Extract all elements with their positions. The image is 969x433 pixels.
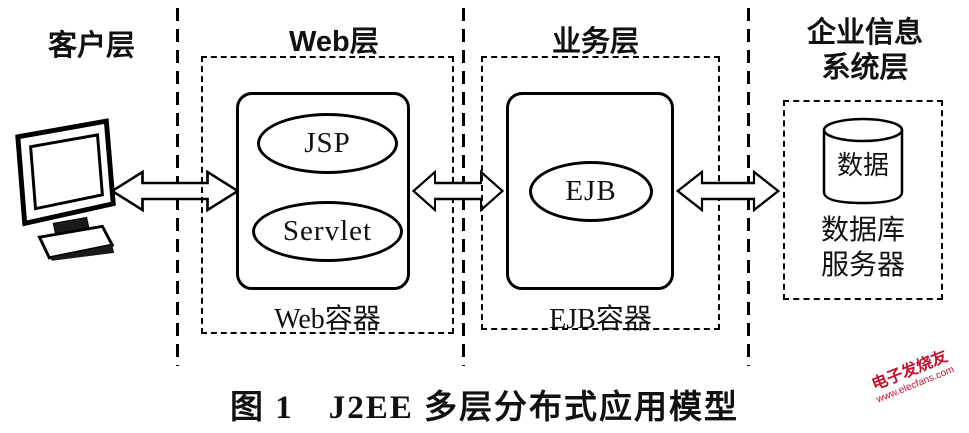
figure-caption: 图 1 J2EE 多层分布式应用模型 — [229, 390, 740, 426]
business-tier-label: 业务层 — [552, 26, 640, 58]
servlet-component-ellipse: Servlet — [252, 201, 403, 262]
eis-tier-label: 企业信息 系统层 — [780, 16, 950, 86]
ejb-label: EJB — [565, 175, 617, 207]
eis-tier-label-line2: 系统层 — [821, 51, 909, 84]
database-cylinder-icon — [820, 116, 906, 206]
business-eis-arrow-icon — [676, 168, 780, 214]
web-tier-label: Web层 — [289, 26, 379, 58]
jsp-label: JSP — [304, 127, 351, 159]
crt-monitor-icon — [8, 112, 126, 262]
client-tier-label: 客户层 — [48, 30, 136, 62]
eis-boundary — [783, 100, 943, 300]
database-server-label-line2: 服务器 — [820, 250, 905, 281]
jsp-component-ellipse: JSP — [257, 113, 398, 174]
database-server-label-line1: 数据库 — [820, 215, 905, 246]
servlet-label: Servlet — [282, 215, 373, 247]
ejb-component-ellipse: EJB — [529, 161, 653, 222]
web-container-label: Web容器 — [274, 304, 381, 335]
ejb-container-label: EJB容器 — [549, 304, 652, 335]
database-server-label: 数据库 服务器 — [783, 213, 943, 283]
database-data-label: 数据 — [836, 151, 889, 180]
web-business-arrow-icon — [412, 168, 504, 214]
eis-tier-label-line1: 企业信息 — [806, 17, 923, 49]
